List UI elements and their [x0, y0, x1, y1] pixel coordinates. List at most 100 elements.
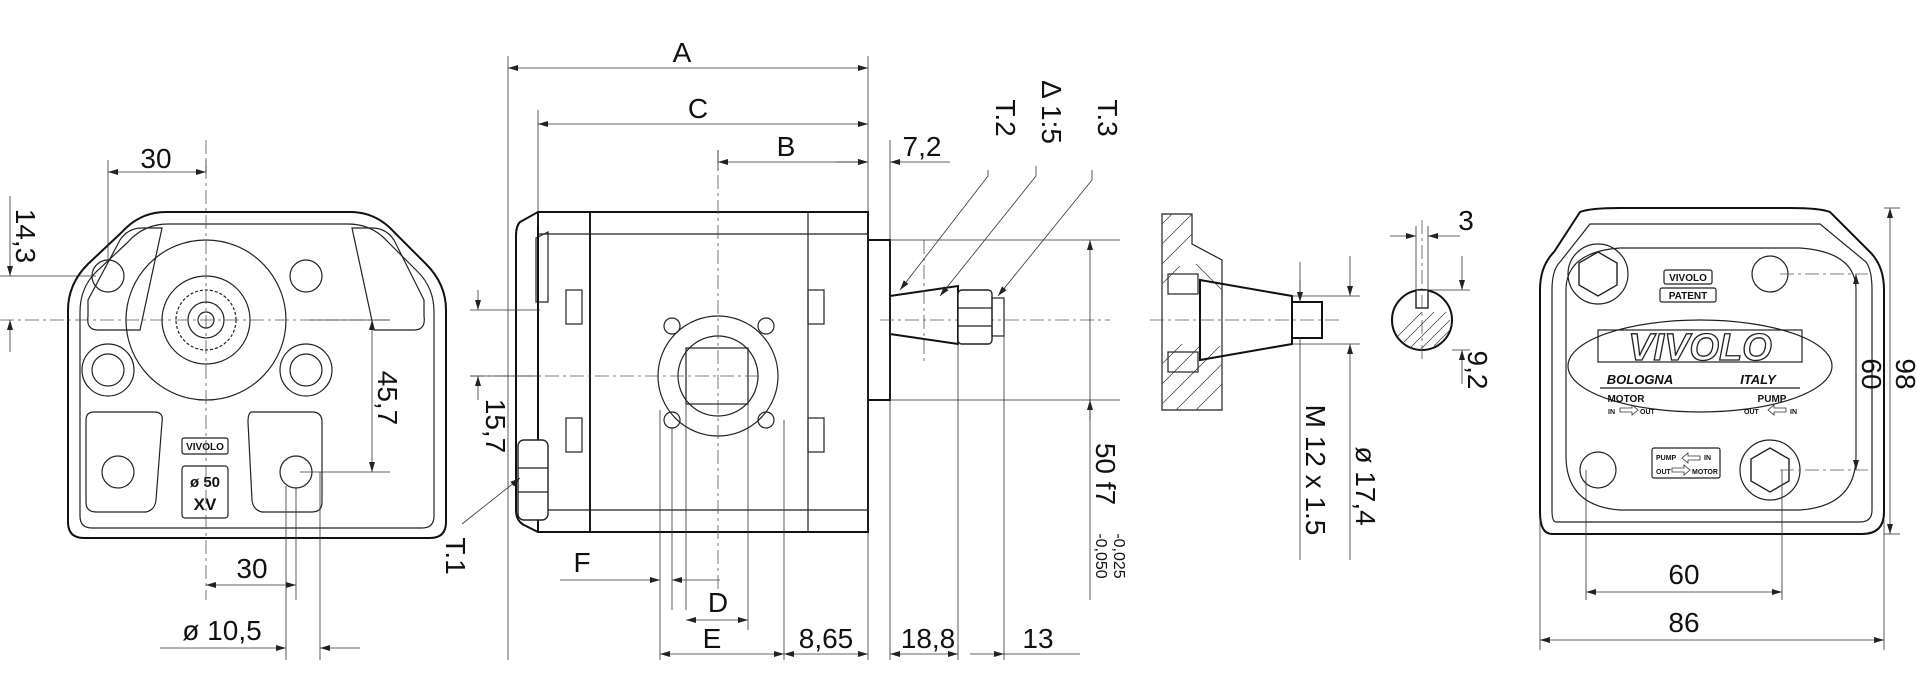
front-hole-lower-left	[101, 455, 135, 489]
side-leader-T3	[997, 170, 1093, 297]
side-view: A C B 7,2 T.2 Δ 1:5 T.3 15,7 T.1 50	[440, 37, 1127, 660]
shaft-seal-lower	[1167, 351, 1199, 373]
side-shaft-nut	[957, 289, 993, 345]
shaft-dim-key-width: 3	[1458, 205, 1474, 236]
side-dim-tol-lower: -0,050	[1092, 533, 1109, 578]
front-nameplate-size: ø 50	[190, 474, 220, 491]
side-dim-B: B	[777, 131, 796, 162]
side-slot	[807, 417, 825, 453]
front-hole-upper-right	[289, 259, 323, 293]
rear-pump-out: OUT	[1744, 409, 1760, 416]
front-hole-upper-left	[91, 259, 125, 293]
side-leader-T1	[461, 477, 521, 525]
rear-motor-label: MOTOR	[1607, 394, 1645, 405]
side-dim-tol-upper: -0,025	[1110, 533, 1127, 578]
shaft-dim-dia: ø 17,4	[1350, 446, 1381, 525]
rear-body-outline	[1539, 207, 1885, 535]
side-dim-188: 18,8	[901, 623, 956, 654]
side-dim-13: 13	[1022, 623, 1053, 654]
rear-body-inner	[1551, 223, 1873, 523]
rear-brand-badge	[1663, 269, 1713, 285]
front-dim-top-width: 30	[140, 143, 171, 174]
side-label-taper: Δ 1:5	[1036, 80, 1067, 144]
side-port-bolt	[663, 317, 681, 335]
rear-pump-label: PUMP	[1758, 394, 1787, 405]
side-dim-pilot-offset: 15,7	[480, 399, 511, 454]
rear-pump-arrow	[1767, 404, 1787, 416]
rear-bolt-upper-left-hex	[1578, 251, 1618, 297]
shaft-seal-upper	[1167, 273, 1199, 295]
side-slot	[565, 289, 583, 325]
side-rear-cap-notch	[535, 231, 549, 303]
front-lower-right-pocket	[247, 411, 323, 513]
front-dim-hole-diameter: ø 10,5	[182, 615, 261, 646]
rear-flow-in: IN	[1704, 455, 1711, 462]
rear-patent-badge	[1659, 287, 1717, 303]
rear-patent-text: PATENT	[1669, 291, 1708, 302]
side-dim-E: E	[703, 623, 722, 654]
side-slot	[565, 417, 583, 453]
side-port-bolt	[757, 411, 775, 429]
side-port-bolt	[757, 317, 775, 335]
rear-dim-width-outer: 86	[1668, 607, 1699, 638]
front-nameplate-badge	[181, 437, 229, 455]
shaft-detail: M 12 x 1.5 ø 17,4 3 9,2	[1150, 205, 1493, 560]
front-nameplate	[181, 465, 229, 519]
side-dim-865: 8,65	[799, 623, 854, 654]
front-port-right	[279, 343, 333, 397]
shaft-thread	[1291, 301, 1323, 339]
shaft-cross-hatching	[1397, 311, 1451, 351]
side-shaft-tip	[991, 297, 1005, 337]
rear-city: BOLOGNA	[1607, 372, 1673, 387]
rear-logo-frame	[1597, 329, 1803, 363]
side-label-T1: T.1	[440, 537, 471, 574]
front-nameplate-model: XV	[194, 495, 217, 514]
rear-flow-arrow-bottom	[1671, 464, 1691, 476]
side-dim-pilot-dia: 50 f7	[1090, 443, 1121, 505]
rear-country: ITALY	[1740, 372, 1777, 387]
side-dim-flange: 7,2	[903, 131, 942, 162]
front-port-right-inner	[289, 353, 323, 387]
side-dim-F: F	[573, 547, 590, 578]
rear-dim-height-inner: 60	[1856, 358, 1887, 389]
side-label-T2: T.2	[990, 99, 1021, 136]
rear-motor-out: OUT	[1640, 409, 1656, 416]
rear-flow-badge	[1651, 447, 1721, 479]
front-nameplate-brand: VIVOLO	[186, 442, 224, 453]
rear-oval-plate	[1567, 319, 1833, 413]
rear-motor-in: IN	[1608, 409, 1615, 416]
front-view: VIVOLO ø 50 XV 30 14,3 45,7 30 ø 10,5	[0, 140, 447, 660]
front-dim-left-height: 14,3	[10, 209, 41, 264]
side-leader-T2	[899, 170, 989, 291]
rear-view: VIVOLO PATENT VIVOLO BOLOGNA ITALY MOTOR…	[1539, 207, 1918, 650]
rear-pump-in: IN	[1790, 409, 1797, 416]
front-port-left-inner	[91, 353, 125, 387]
side-label-T3: T.3	[1092, 99, 1123, 136]
rear-flow-out: OUT	[1656, 469, 1672, 476]
rear-logo: VIVOLO	[1628, 327, 1772, 369]
rear-bolt-upper-left	[1567, 243, 1629, 305]
rear-bolt-lower-right-hex	[1750, 447, 1790, 493]
side-dim-A: A	[673, 37, 692, 68]
front-upper-left-pocket	[87, 227, 163, 331]
front-upper-right-pocket	[351, 227, 425, 331]
rear-flow-arrow-top	[1681, 452, 1701, 464]
shaft-dim-key-height: 9,2	[1462, 351, 1493, 390]
side-main-body	[537, 211, 869, 533]
side-bolt-t1	[517, 439, 549, 521]
front-dim-right-height: 45,7	[372, 371, 403, 426]
shaft-dim-thread: M 12 x 1.5	[1300, 405, 1331, 536]
side-dim-C: C	[688, 93, 708, 124]
front-body-outline	[67, 211, 447, 539]
rear-hole-lower-left	[1579, 451, 1617, 489]
side-leader-taper	[939, 166, 1037, 297]
side-rear-cap	[515, 211, 591, 533]
rear-dim-width-inner: 60	[1668, 559, 1699, 590]
side-dim-D: D	[708, 587, 728, 618]
rear-flow-pump: PUMP	[1656, 455, 1677, 462]
front-body-inner-outline	[79, 223, 435, 529]
rear-dim-height-outer: 98	[1890, 358, 1918, 389]
rear-flow-motor: MOTOR	[1692, 469, 1718, 476]
front-port-left	[81, 343, 135, 397]
